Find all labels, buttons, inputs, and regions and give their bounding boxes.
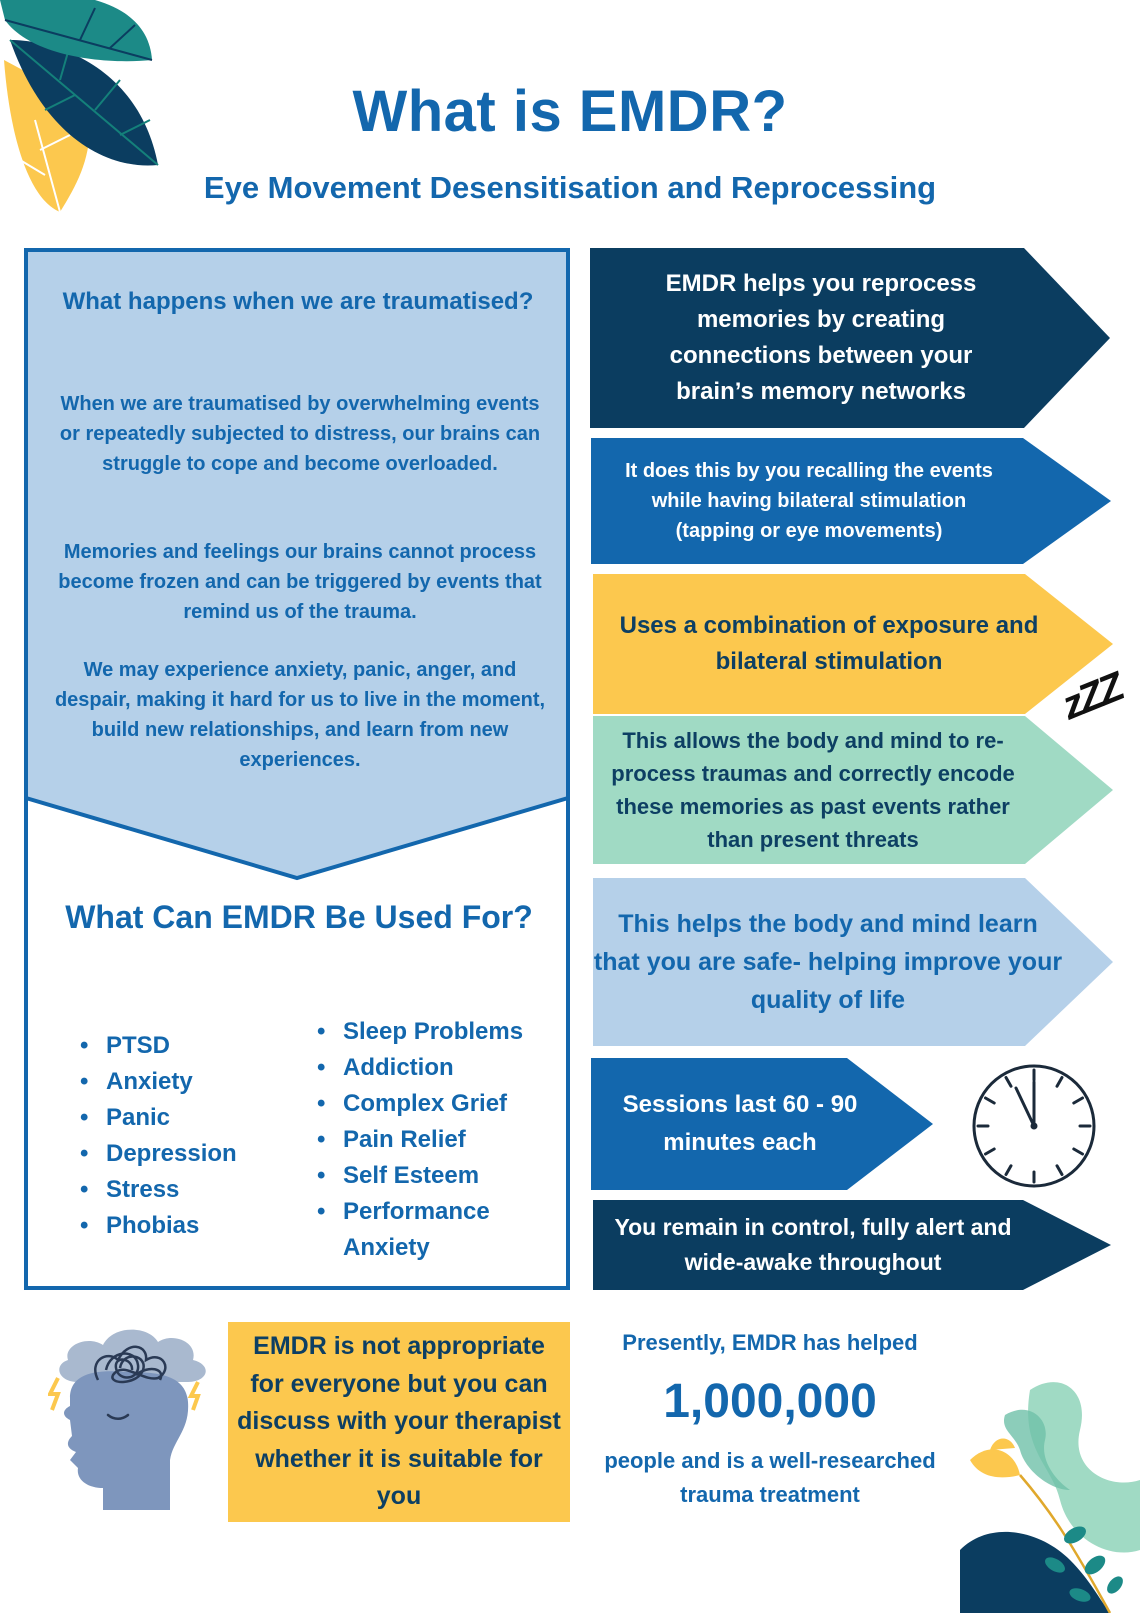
page-subtitle: Eye Movement Desensitisation and Reproce… (203, 170, 937, 205)
arrow-bilateral: It does this by you recalling the events… (591, 438, 1111, 564)
list-item: PTSD (80, 1028, 290, 1064)
clock-icon (972, 1064, 1096, 1188)
arrow-reprocess: EMDR helps you reprocess memories by cre… (590, 248, 1110, 428)
stressed-head-icon (48, 1329, 206, 1510)
arrow-control-text: You remain in control, fully alert and w… (614, 1214, 1012, 1275)
arrow-sessions: Sessions last 60 - 90 minutes each (591, 1058, 933, 1190)
leaves-icon (0, 0, 159, 213)
uses-heading: What Can EMDR Be Used For? (65, 899, 533, 935)
list-item: Sleep Problems (317, 1014, 567, 1050)
arrow-sessions-text: Sessions last 60 - 90 minutes each (622, 1091, 858, 1156)
trauma-paragraph-2: Memories and feelings our brains cannot … (58, 541, 542, 623)
uses-list-right: Sleep Problems Addiction Complex Grief P… (317, 1014, 567, 1266)
helped-description: people and is a well-researched trauma t… (604, 1448, 936, 1507)
not-appropriate-text: EMDR is not appropriate for everyone but… (237, 1332, 561, 1511)
list-item: Self Esteem (317, 1158, 567, 1194)
arrow-reprocess-text: EMDR helps you reprocess memories by cre… (665, 270, 977, 405)
list-item: Panic (80, 1100, 290, 1136)
list-item: Anxiety (80, 1064, 290, 1100)
list-item: Performance Anxiety (317, 1194, 567, 1266)
trauma-chevron-box (24, 248, 570, 881)
arrow-control: You remain in control, fully alert and w… (593, 1200, 1111, 1290)
list-item: Pain Relief (317, 1122, 567, 1158)
trauma-heading: What happens when we are traumatised? (62, 288, 534, 315)
plant-icon (960, 1382, 1140, 1613)
not-appropriate-box: EMDR is not appropriate for everyone but… (228, 1322, 570, 1522)
uses-list-left: PTSD Anxiety Panic Depression Stress Pho… (80, 1028, 290, 1244)
page-title: What is EMDR? (352, 79, 788, 144)
helped-count: 1,000,000 (663, 1375, 877, 1428)
list-item: Complex Grief (317, 1086, 567, 1122)
arrow-safe: This helps the body and mind learn that … (593, 878, 1113, 1046)
arrow-bilateral-text: It does this by you recalling the events… (625, 460, 993, 542)
helped-intro: Presently, EMDR has helped (622, 1330, 918, 1355)
arrow-combination-text: Uses a combination of exposure and bilat… (619, 612, 1039, 675)
arrow-reprocess-traumas: This allows the body and mind to re-proc… (593, 716, 1113, 864)
list-item: Phobias (80, 1208, 290, 1244)
list-item: Addiction (317, 1050, 567, 1086)
trauma-paragraph-3: We may experience anxiety, panic, anger,… (54, 659, 546, 771)
trauma-paragraph-1: When we are traumatised by overwhelming … (59, 393, 541, 475)
arrow-reprocess-traumas-text: This allows the body and mind to re-proc… (611, 728, 1015, 852)
arrow-safe-text: This helps the body and mind learn that … (593, 910, 1063, 1014)
arrow-combination: Uses a combination of exposure and bilat… (593, 574, 1113, 714)
list-item: Stress (80, 1172, 290, 1208)
list-item: Depression (80, 1136, 290, 1172)
